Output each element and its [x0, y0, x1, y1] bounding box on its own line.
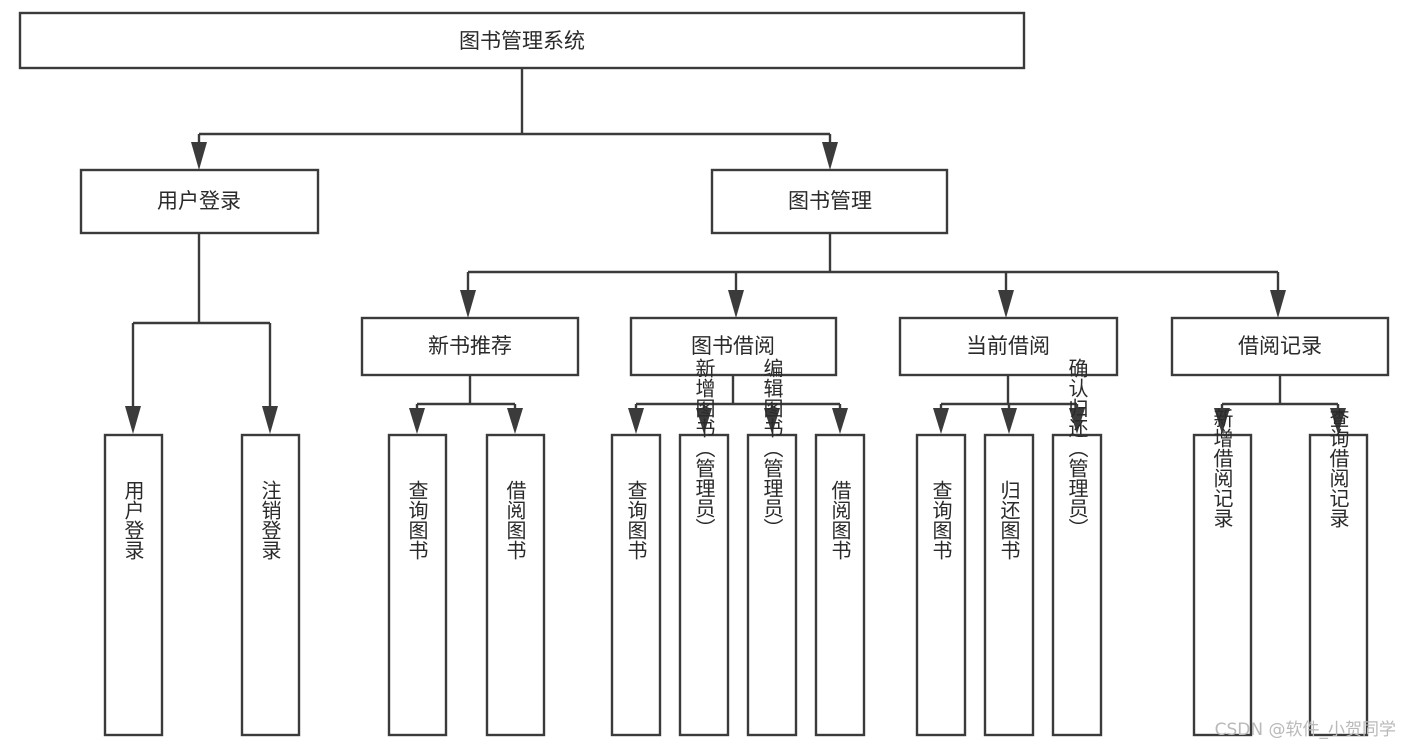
node-leaf-add-record[interactable]: 新增借阅记录: [1192, 408, 1253, 737]
node-leaf-confirm-return-label: 确认归还（管理员）: [1065, 358, 1089, 538]
node-leaf-query-book-3-box[interactable]: [915, 433, 967, 737]
arrow-head-icon-leaf-query-book-1: [409, 408, 425, 434]
node-root[interactable]: 图书管理系统: [18, 11, 1026, 70]
node-leaf-user-login-label: 用户登录: [121, 480, 145, 560]
node-leaf-query-book-2-label: 查询图书: [624, 480, 648, 560]
node-leaf-query-book-1-box[interactable]: [387, 433, 448, 737]
arrow-head-icon-leaf-borrow-book-2: [832, 408, 848, 434]
arrow-head-icon-leaf-add-record: [1214, 408, 1230, 434]
node-borrow-record-box[interactable]: [1170, 316, 1390, 377]
node-leaf-borrow-book-1-label: 借阅图书: [503, 480, 527, 560]
node-leaf-return-book-label: 归还图书: [997, 480, 1021, 560]
node-root-box[interactable]: [18, 11, 1026, 70]
node-book-manage[interactable]: 图书管理: [710, 168, 949, 235]
arrow-head-icon-user-login: [191, 142, 207, 170]
connector-layer: [125, 69, 1346, 434]
arrow-head-icon-leaf-add-book: [696, 408, 712, 434]
node-user-login[interactable]: 用户登录: [79, 168, 320, 235]
node-leaf-add-book-box[interactable]: [678, 433, 730, 737]
arrow-head-icon-book-manage: [822, 142, 838, 170]
node-leaf-add-book[interactable]: 新增图书（管理员）: [678, 358, 730, 737]
arrow-head-icon-leaf-query-book-2: [628, 408, 644, 434]
node-leaf-logout-login-box[interactable]: [240, 433, 301, 737]
node-leaf-query-book-1-label: 查询图书: [405, 480, 429, 560]
node-leaf-query-record[interactable]: 查询借阅记录: [1308, 408, 1369, 737]
node-leaf-edit-book-label: 编辑图书（管理员）: [760, 358, 784, 538]
node-leaf-query-book-3[interactable]: 查询图书: [915, 433, 967, 737]
node-leaf-edit-book-box[interactable]: [746, 433, 798, 737]
node-borrow-record[interactable]: 借阅记录: [1170, 316, 1390, 377]
node-leaf-logout-login-label: 注销登录: [258, 480, 282, 560]
watermark-label: CSDN @软件_小贺同学: [1215, 720, 1396, 740]
node-current-borrow[interactable]: 当前借阅: [898, 316, 1119, 377]
node-new-book-recommend[interactable]: 新书推荐: [360, 316, 580, 377]
node-borrow-record-label: 借阅记录: [1238, 334, 1322, 358]
node-leaf-query-record-label: 查询借阅记录: [1326, 408, 1350, 528]
node-leaf-add-record-box[interactable]: [1192, 433, 1253, 737]
arrow-head-icon-borrow-record: [1270, 290, 1286, 318]
node-leaf-edit-book[interactable]: 编辑图书（管理员）: [746, 358, 798, 737]
node-leaf-user-login-box[interactable]: [103, 433, 164, 737]
node-new-book-recommend-box[interactable]: [360, 316, 580, 377]
node-leaf-logout-login[interactable]: 注销登录: [240, 433, 301, 737]
node-book-manage-box[interactable]: [710, 168, 949, 235]
arrow-head-icon-book-borrow: [728, 290, 744, 318]
node-leaf-borrow-book-2-label: 借阅图书: [828, 480, 852, 560]
node-leaf-query-book-2[interactable]: 查询图书: [610, 433, 662, 737]
node-leaf-confirm-return-box[interactable]: [1051, 433, 1103, 737]
arrow-head-icon-leaf-query-record: [1330, 408, 1346, 434]
node-new-book-recommend-label: 新书推荐: [428, 334, 512, 358]
node-user-login-box[interactable]: [79, 168, 320, 235]
node-leaf-borrow-book-1-box[interactable]: [485, 433, 546, 737]
node-leaf-query-book-1[interactable]: 查询图书: [387, 433, 448, 737]
node-current-borrow-box[interactable]: [898, 316, 1119, 377]
node-leaf-query-book-2-box[interactable]: [610, 433, 662, 737]
node-book-borrow-label: 图书借阅: [691, 334, 775, 358]
node-leaf-confirm-return[interactable]: 确认归还（管理员）: [1051, 358, 1103, 737]
node-book-borrow-box[interactable]: [629, 316, 838, 377]
node-leaf-borrow-book-2[interactable]: 借阅图书: [814, 433, 866, 737]
node-leaf-return-book[interactable]: 归还图书: [983, 433, 1035, 737]
arrow-head-icon-new-book-recommend: [460, 290, 476, 318]
node-leaf-user-login[interactable]: 用户登录: [103, 433, 164, 737]
arrow-head-icon-current-borrow: [998, 290, 1014, 318]
node-leaf-add-record-label: 新增借阅记录: [1210, 408, 1234, 528]
node-leaf-borrow-book-1[interactable]: 借阅图书: [485, 433, 546, 737]
arrow-head-icon-leaf-confirm-return: [1069, 408, 1085, 434]
node-user-login-label: 用户登录: [157, 189, 241, 213]
node-leaf-query-record-box[interactable]: [1308, 433, 1369, 737]
arrow-head-icon-leaf-edit-book: [764, 408, 780, 434]
arrow-head-icon-leaf-user-login: [125, 406, 141, 434]
node-leaf-add-book-label: 新增图书（管理员）: [692, 358, 716, 538]
node-book-borrow[interactable]: 图书借阅: [629, 316, 838, 377]
arrow-head-icon-leaf-query-book-3: [933, 408, 949, 434]
node-leaf-return-book-box[interactable]: [983, 433, 1035, 737]
node-current-borrow-label: 当前借阅: [966, 334, 1050, 358]
arrow-head-icon-leaf-return-book: [1001, 408, 1017, 434]
node-root-label: 图书管理系统: [459, 29, 585, 53]
arrow-head-icon-leaf-logout-login: [262, 406, 278, 434]
arrow-head-icon-leaf-borrow-book-1: [507, 408, 523, 434]
node-leaf-query-book-3-label: 查询图书: [929, 480, 953, 560]
node-book-manage-label: 图书管理: [788, 189, 872, 213]
node-leaf-borrow-book-2-box[interactable]: [814, 433, 866, 737]
